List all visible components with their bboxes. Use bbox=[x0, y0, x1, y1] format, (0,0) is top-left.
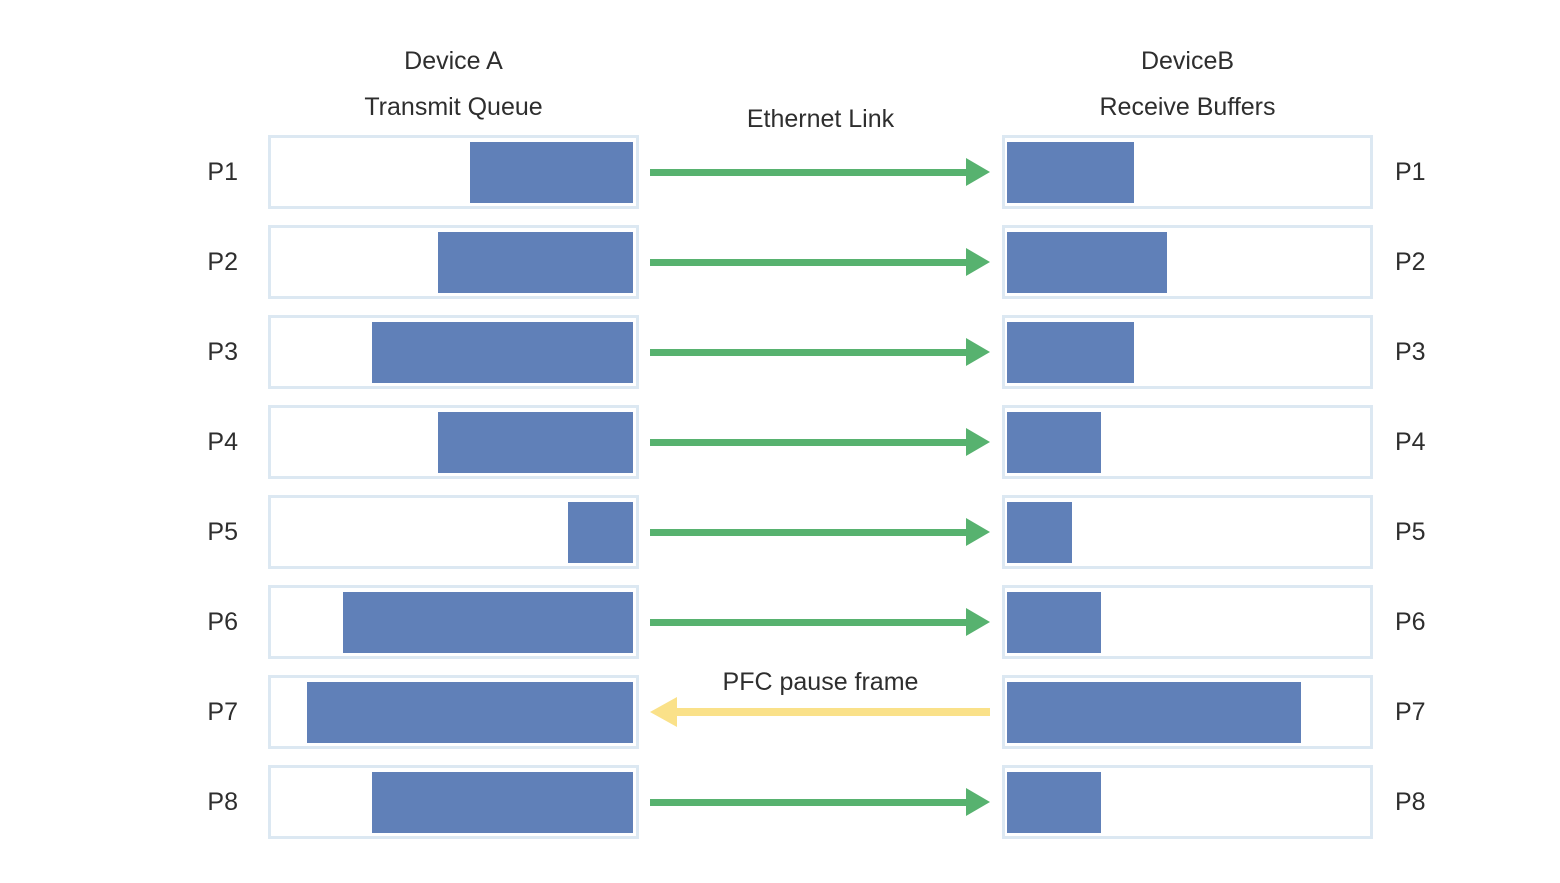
priority-label-left: P3 bbox=[207, 337, 238, 366]
receive-fill-bar bbox=[1007, 681, 1302, 743]
device-a-header: Device A Transmit Queue bbox=[268, 38, 639, 130]
priority-label-left: P4 bbox=[207, 427, 238, 456]
priority-row: P5 P5 bbox=[0, 495, 1560, 569]
link-arrow bbox=[639, 405, 1002, 479]
receive-fill-bar bbox=[1007, 771, 1102, 833]
receive-buffer-box bbox=[1002, 585, 1373, 659]
receive-buffer-box bbox=[1002, 135, 1373, 209]
arrow-head-right-icon bbox=[966, 788, 990, 816]
receive-fill-bar bbox=[1007, 141, 1135, 203]
priority-label-left: P8 bbox=[207, 787, 238, 816]
priority-label-right: P4 bbox=[1395, 427, 1426, 456]
receive-buffer-box bbox=[1002, 675, 1373, 749]
device-a-title: Device A bbox=[404, 47, 503, 75]
arrow-line bbox=[650, 798, 966, 806]
receive-fill-bar bbox=[1007, 591, 1102, 653]
ethernet-link-label: Ethernet Link bbox=[746, 105, 895, 133]
receive-fill-bar bbox=[1007, 501, 1073, 563]
receive-buffer-box bbox=[1002, 225, 1373, 299]
priority-label-right: P6 bbox=[1395, 607, 1426, 636]
receive-buffer-box bbox=[1002, 405, 1373, 479]
arrow-line bbox=[650, 528, 966, 536]
transmit-queue-box bbox=[268, 135, 639, 209]
priority-label-left: P2 bbox=[207, 247, 238, 276]
arrow-head-right-icon bbox=[966, 338, 990, 366]
transmit-queue-box bbox=[268, 225, 639, 299]
arrow-head-right-icon bbox=[966, 518, 990, 546]
priority-label-right: P1 bbox=[1395, 157, 1426, 186]
priority-label-left: P1 bbox=[207, 157, 238, 186]
priority-label-right: P5 bbox=[1395, 517, 1426, 546]
arrow-line bbox=[650, 438, 966, 446]
priority-row: P6 P6 bbox=[0, 585, 1560, 659]
receive-fill-bar bbox=[1007, 321, 1135, 383]
priority-label-left: P7 bbox=[207, 697, 238, 726]
arrow-head-right-icon bbox=[966, 428, 990, 456]
transmit-fill-bar bbox=[437, 231, 633, 293]
transmit-fill-bar bbox=[567, 501, 633, 563]
transmit-fill-bar bbox=[437, 411, 633, 473]
priority-row: P4 P4 bbox=[0, 405, 1560, 479]
priority-row: P7 P7 bbox=[0, 675, 1560, 749]
priority-label-right: P3 bbox=[1395, 337, 1426, 366]
receive-buffer-box bbox=[1002, 495, 1373, 569]
receive-fill-bar bbox=[1007, 231, 1167, 293]
receive-buffer-box bbox=[1002, 765, 1373, 839]
arrow-line bbox=[650, 348, 966, 356]
priority-label-right: P2 bbox=[1395, 247, 1426, 276]
link-arrow bbox=[639, 675, 1002, 749]
transmit-fill-bar bbox=[372, 771, 633, 833]
arrow-head-right-icon bbox=[966, 608, 990, 636]
priority-label-left: P6 bbox=[207, 607, 238, 636]
arrow-head-right-icon bbox=[966, 248, 990, 276]
receive-fill-bar bbox=[1007, 411, 1102, 473]
transmit-queue-box bbox=[268, 405, 639, 479]
transmit-queue-box bbox=[268, 495, 639, 569]
transmit-queue-box bbox=[268, 585, 639, 659]
receive-buffers-subtitle: Receive Buffers bbox=[1099, 93, 1276, 121]
arrow-line bbox=[650, 258, 966, 266]
link-arrow bbox=[639, 585, 1002, 659]
transmit-fill-bar bbox=[470, 141, 633, 203]
priority-rows: P1 P1 P2 bbox=[0, 135, 1560, 839]
priority-label-right: P8 bbox=[1395, 787, 1426, 816]
link-arrow bbox=[639, 495, 1002, 569]
receive-buffer-box bbox=[1002, 315, 1373, 389]
arrow-head-left-icon bbox=[650, 697, 677, 727]
transmit-fill-bar bbox=[343, 591, 633, 653]
link-arrow bbox=[639, 765, 1002, 839]
device-b-header: DeviceB Receive Buffers bbox=[1002, 38, 1373, 130]
arrow-line bbox=[650, 618, 966, 626]
transmit-queue-box bbox=[268, 765, 639, 839]
transmit-queue-box bbox=[268, 675, 639, 749]
priority-row: P1 P1 bbox=[0, 135, 1560, 209]
link-arrow bbox=[639, 135, 1002, 209]
priority-row: P3 P3 bbox=[0, 315, 1560, 389]
transmit-queue-box bbox=[268, 315, 639, 389]
arrow-head-right-icon bbox=[966, 158, 990, 186]
arrow-line bbox=[677, 708, 990, 716]
priority-label-left: P5 bbox=[207, 517, 238, 546]
arrow-line bbox=[650, 168, 966, 176]
priority-row: P2 P2 bbox=[0, 225, 1560, 299]
priority-row: P8 P8 bbox=[0, 765, 1560, 839]
link-arrow bbox=[639, 225, 1002, 299]
link-arrow bbox=[639, 315, 1002, 389]
transmit-fill-bar bbox=[307, 681, 633, 743]
transmit-fill-bar bbox=[372, 321, 633, 383]
device-b-title: DeviceB bbox=[1140, 47, 1235, 75]
transmit-queue-subtitle: Transmit Queue bbox=[364, 93, 543, 121]
priority-label-right: P7 bbox=[1395, 697, 1426, 726]
pfc-pause-frame-label: PFC pause frame bbox=[722, 668, 919, 696]
